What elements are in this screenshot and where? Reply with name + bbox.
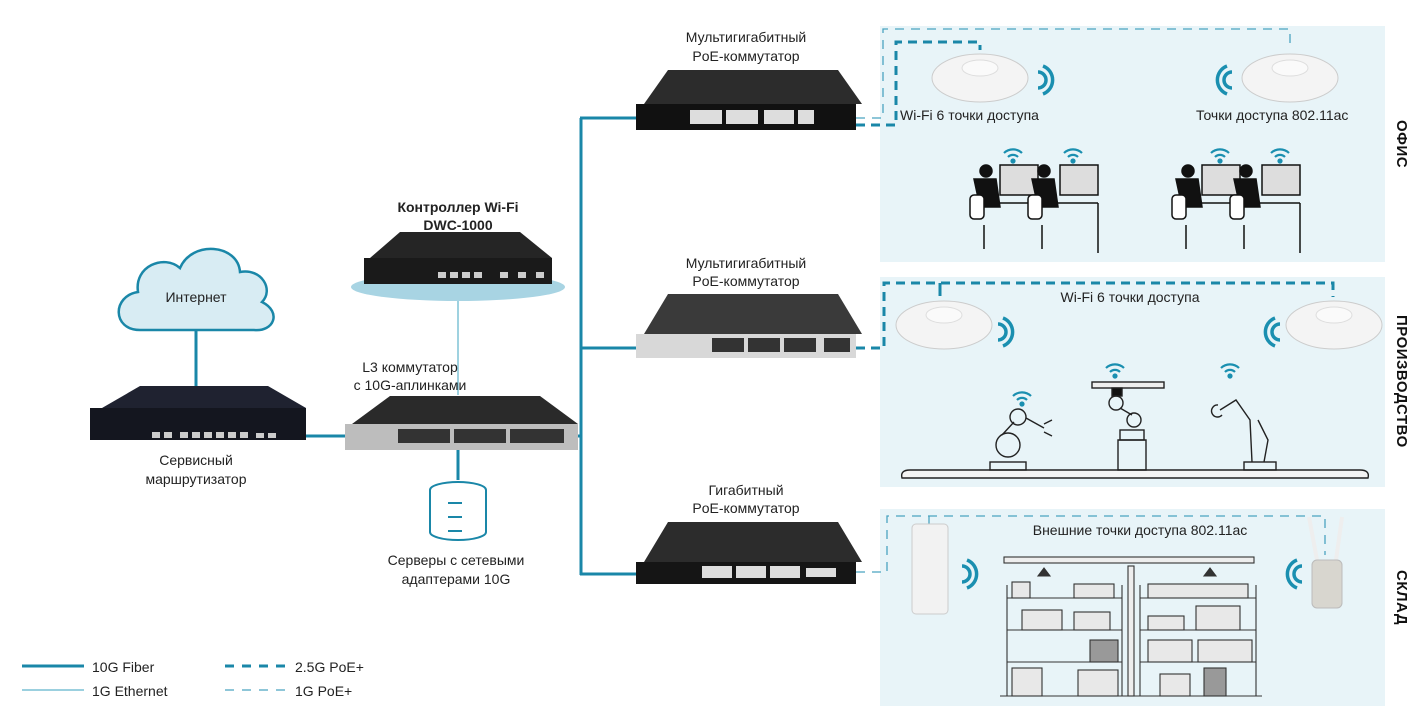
warehouse-switch-label-line1: Гигабитный [708,482,784,498]
production-switch-label-line1: Мультигигабитный [685,255,807,271]
link-office-ap2 [856,28,1291,119]
router-device [90,386,306,440]
link-production-aps [856,281,1335,350]
l3-switch-device [345,396,578,450]
production-switch-device [636,294,862,358]
warehouse-switch-device [636,522,862,584]
zone-title-warehouse: СКЛАД [1393,570,1410,626]
l3-switch-label-line2: с 10G-аплинками [353,377,467,393]
production-robots-illustration [900,381,1370,479]
legend-label-1g-poe: 1G PoE+ [295,683,353,699]
office-ap-1 [931,53,1029,103]
zone-title-office: ОФИС [1393,120,1410,169]
servers-label-line2: адаптерами 10G [401,571,511,587]
router-label-line1: Сервисный [159,452,233,468]
warehouse-ap-1 [911,523,949,615]
legend-label-2.5g-poe: 2.5G PoE+ [295,659,364,675]
warehouse-switch-label-line2: PoE-коммутатор [692,500,800,516]
office-switch-label-line2: PoE-коммутатор [692,48,800,64]
production-ap-1 [895,300,993,350]
servers-label-line1: Серверы с сетевыми [387,552,525,568]
link-office-ap1 [856,40,982,127]
office-ap-label-wifi6: Wi-Fi 6 точки доступа [900,107,1039,123]
controller-device [364,232,552,284]
office-ap-label-80211ac: Точки доступа 802.11ac [1196,107,1349,123]
cloud-icon [117,247,275,332]
router-label-line2: маршрутизатор [145,471,247,487]
warehouse-illustration [1000,556,1262,697]
production-ap-2 [1285,300,1383,350]
office-ap-2 [1241,53,1339,103]
wifi-wave-icon [961,64,1303,590]
wifi-signal-icon [1003,148,1290,407]
production-switch-label-line2: PoE-коммутатор [692,273,800,289]
production-ap-label: Wi-Fi 6 точки доступа [1060,289,1200,305]
controller-label-line2: DWC-1000 [423,217,493,233]
zone-title-production: ПРОИЗВОДСТВО [1393,315,1410,448]
office-switch-label-line1: Мультигигабитный [685,29,807,45]
office-workers-illustration [969,164,1301,253]
controller-label-line1: Контроллер Wi-Fi [397,199,519,215]
legend-label-1g-ethernet: 1G Ethernet [92,683,168,699]
legend-label-10g-fiber: 10G Fiber [92,659,155,675]
office-switch-device [636,70,862,130]
l3-switch-label-line1: L3 коммутатор [362,359,458,375]
link-warehouse-aps [856,515,1326,573]
warehouse-ap-label: Внешние точки доступа 802.11ac [1032,522,1248,538]
warehouse-ap-2 [1307,516,1344,609]
internet-label: Интернет [165,289,227,305]
database-icon [429,481,487,541]
